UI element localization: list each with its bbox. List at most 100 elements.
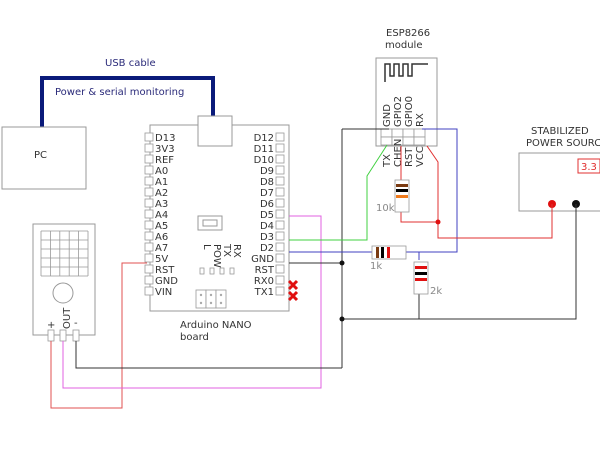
arduino-right-pin-label: RST — [255, 265, 275, 276]
esp-pin-pad — [380, 136, 393, 146]
arduino-left-pin-label: RST — [155, 265, 175, 276]
usb-cable-label: USB cable — [105, 58, 156, 69]
pin-pad — [144, 154, 154, 164]
arduino-left-pin-label: A0 — [155, 166, 168, 177]
pin-pad — [275, 275, 285, 285]
sensor-dome — [52, 282, 74, 304]
resistor-10k-label: 10k — [376, 203, 395, 214]
usb-function-label: Power & serial monitoring — [55, 87, 184, 98]
resistor-2k: 2k — [413, 261, 442, 297]
antenna-icon — [384, 63, 428, 82]
led-label: RX — [231, 244, 242, 258]
arduino-right-pin-label: RX0 — [254, 276, 274, 287]
sensor-pin-label-minus: - — [74, 318, 78, 329]
arduino-left-pin-label: A4 — [155, 210, 168, 221]
wire-d2-esp-rx — [289, 128, 458, 253]
pin-pad — [275, 176, 285, 186]
resistor-10k: 10k — [376, 179, 410, 214]
pin-pad — [144, 286, 154, 296]
unused-pin-x-icon — [287, 279, 299, 302]
esp-top-pin-label: GPIO0 — [404, 96, 415, 127]
sensor-pin-label-out: OUT — [62, 307, 73, 329]
pin-pad — [275, 154, 285, 164]
power-source: STABILIZED POWER SOURCE 3.3 — [518, 126, 600, 212]
sensor-pin-minus — [72, 329, 80, 342]
arduino-left-pin-label: 5V — [155, 254, 168, 265]
resistor-1k-label: 1k — [370, 261, 382, 272]
pin-pad — [144, 220, 154, 230]
sensor-board-outline — [32, 223, 96, 336]
icsp-header — [195, 289, 227, 309]
arduino-left-pin-label: A2 — [155, 188, 168, 199]
arduino-right-pin-label: D9 — [260, 166, 274, 177]
arduino-left-pin-label: A7 — [155, 243, 168, 254]
led-indicator — [199, 267, 205, 275]
esp-label-line2: module — [385, 40, 422, 51]
pin-pad — [275, 187, 285, 197]
esp-label-line1: ESP8266 — [386, 28, 430, 39]
arduino-right-pin-label: D6 — [260, 199, 274, 210]
arduino-left-pin-label: VIN — [155, 287, 172, 298]
sensor-grid — [40, 230, 89, 277]
arduino-right-pin-label: D10 — [254, 155, 274, 166]
arduino-left-pin-label: A5 — [155, 221, 168, 232]
pin-pad — [275, 286, 285, 296]
sensor-pin-plus — [47, 329, 55, 342]
pin-pad — [275, 132, 285, 142]
esp-pin-pad — [413, 136, 426, 146]
pin-pad — [144, 132, 154, 142]
led-indicator — [209, 267, 215, 275]
arduino-right-pin-label: GND — [251, 254, 274, 265]
esp-pin-pad — [402, 136, 415, 146]
arduino-right-pin-label: D5 — [260, 210, 274, 221]
arduino-left-pin-label: A3 — [155, 199, 168, 210]
pin-pad — [275, 242, 285, 252]
esp-bottom-pin-label: CHEN — [393, 139, 404, 167]
arduino-right-pin-label: D7 — [260, 188, 274, 199]
arduino-left-pin-label: A6 — [155, 232, 168, 243]
wire-sensor-minus-gnd — [75, 341, 342, 369]
esp-top-pin-label: RX — [415, 113, 426, 127]
led-indicator — [229, 267, 235, 275]
pin-pad — [144, 275, 154, 285]
esp-pin-pad — [380, 128, 393, 138]
pin-pad — [144, 187, 154, 197]
arduino-label-line2: board — [180, 332, 209, 343]
power-label-line2: POWER SOURCE — [526, 138, 600, 149]
pc-label: PC — [34, 150, 47, 161]
pin-pad — [275, 220, 285, 230]
arduino-right-pin-label: D4 — [260, 221, 274, 232]
arduino-left-pin-label: REF — [155, 155, 174, 166]
pin-pad — [144, 231, 154, 241]
usb-port — [197, 115, 233, 147]
power-label-line1: STABILIZED — [531, 126, 589, 137]
wires — [50, 128, 577, 409]
wire-power-vcc-chen — [400, 145, 553, 239]
esp-top-pin-label: GND — [382, 104, 393, 127]
wire-sensor-plus-5v — [50, 262, 147, 409]
sensor-pin-out — [59, 329, 67, 342]
reset-button-inner — [202, 219, 218, 227]
arduino-left-pin-label: A1 — [155, 177, 168, 188]
led-label: TX — [221, 243, 232, 257]
arduino-left-pin-label: D13 — [155, 133, 175, 144]
pin-pad — [144, 165, 154, 175]
pin-pad — [275, 253, 285, 263]
led-indicator — [219, 267, 225, 275]
arduino-right-pin-label: D8 — [260, 177, 274, 188]
voltage-display — [577, 158, 600, 174]
wire-ground-bus — [289, 128, 577, 368]
pin-pad — [275, 198, 285, 208]
esp-pin-pad — [391, 128, 404, 138]
pin-pad — [275, 264, 285, 274]
pc-box — [1, 126, 87, 190]
esp-pin-pad — [402, 128, 415, 138]
arduino-right-pin-label: D11 — [254, 144, 274, 155]
arduino-left-pin-label: 3V3 — [155, 144, 175, 155]
